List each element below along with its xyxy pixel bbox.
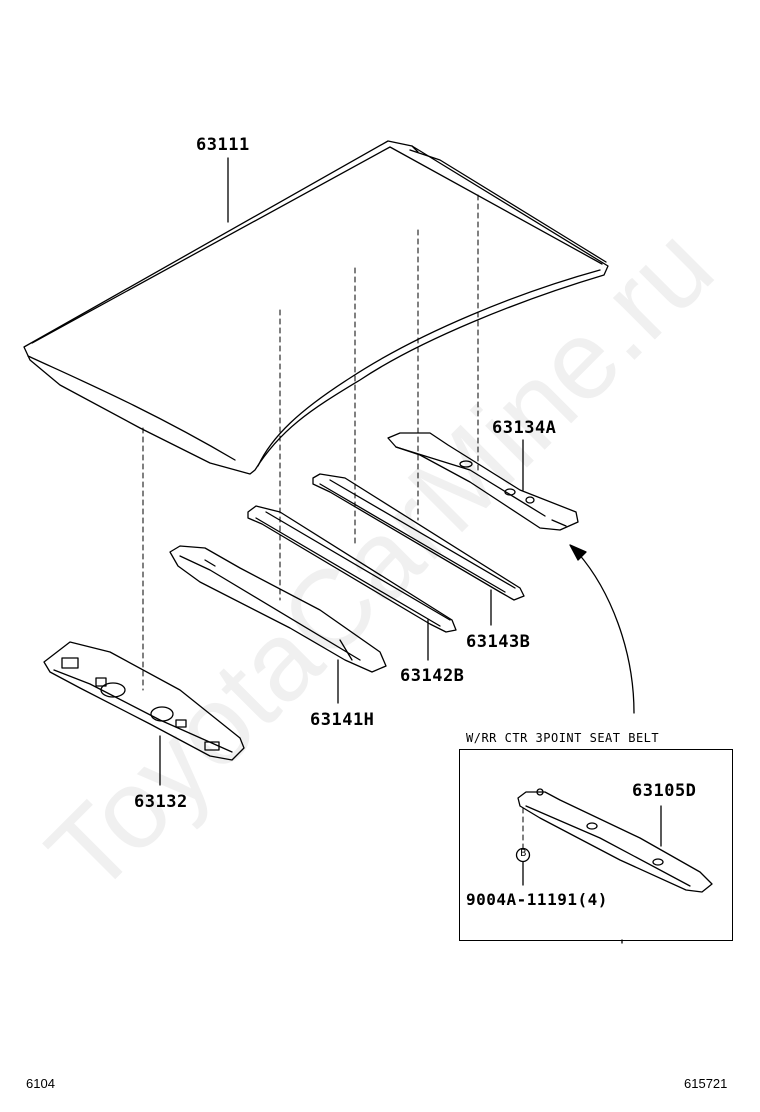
- part-label-63134a: 63134A: [492, 418, 557, 438]
- part-label-63142b: 63142B: [400, 666, 465, 686]
- assembly-guide-lines: [142, 194, 524, 849]
- callout-letter: B: [520, 848, 527, 859]
- roof-bow-b1-drawing: [312, 473, 525, 601]
- inset-caption: W/RR CTR 3POINT SEAT BELT: [466, 731, 660, 745]
- rear-roof-rail-drawing: [387, 432, 579, 531]
- inset-rail-drawing: [517, 788, 713, 893]
- callout-circle: [515, 847, 531, 863]
- part-label-63143b: 63143B: [466, 632, 531, 652]
- front-header-panel-drawing: [43, 641, 245, 761]
- part-label-63111: 63111: [196, 135, 250, 155]
- inset-box: [459, 749, 733, 941]
- reference-arrow: [569, 544, 635, 714]
- part-label-63105d: 63105D: [632, 781, 697, 801]
- roof-panel-drawing: [23, 140, 609, 475]
- page-code-left: 6104: [26, 1076, 55, 1091]
- roof-bow-b2-drawing: [247, 505, 457, 633]
- part-label-63132: 63132: [134, 792, 188, 812]
- part-label-9004a-11191: 9004A-11191(4): [466, 890, 608, 909]
- front-roof-bow-drawing: [169, 545, 387, 673]
- page-code-right: 615721: [684, 1076, 728, 1091]
- part-label-63141h: 63141H: [310, 710, 375, 730]
